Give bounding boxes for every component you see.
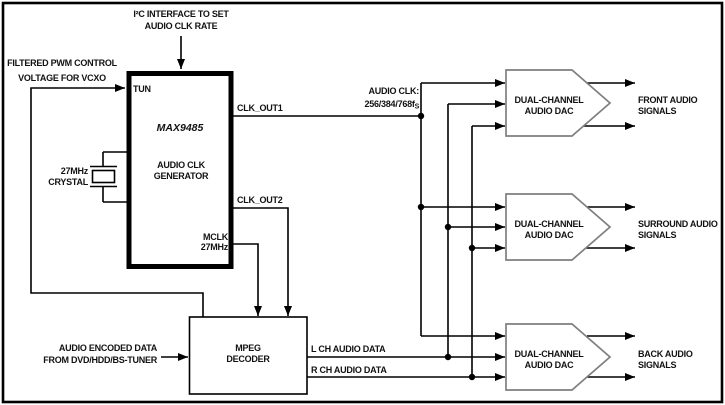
surround-audio-label-line1: SURROUND AUDIO bbox=[638, 219, 718, 229]
mclk-pin-label-line2: 27MHz bbox=[201, 242, 229, 252]
i2c-annotation-line1: I²C INTERFACE TO SET bbox=[133, 9, 229, 19]
tun-pin-label: TUN bbox=[133, 84, 151, 94]
dac-surround-block: DUAL-CHANNEL AUDIO DAC bbox=[505, 193, 612, 261]
dac-back-block: DUAL-CHANNEL AUDIO DAC bbox=[505, 323, 612, 391]
function-label-line1: AUDIO CLK bbox=[157, 160, 205, 170]
dac-shape bbox=[505, 323, 612, 391]
front-audio-label-line1: FRONT AUDIO bbox=[638, 95, 698, 105]
junction-dot bbox=[468, 373, 476, 381]
clk-out2-wire bbox=[232, 207, 292, 316]
back-audio-label-line1: BACK AUDIO bbox=[638, 349, 693, 359]
junction-dots bbox=[417, 112, 476, 381]
mpeg-decoder-block bbox=[188, 316, 308, 395]
junction-dot bbox=[444, 353, 452, 361]
pwm-tun-wire bbox=[30, 84, 204, 317]
front-audio-label-line2: SIGNALS bbox=[638, 106, 677, 116]
crystal-label-line1: 27MHz bbox=[61, 166, 89, 176]
audio-clk-rate-label-line2: 256/384/768fS bbox=[365, 99, 420, 111]
audio-clk-rate-label-line1: AUDIO CLK: bbox=[369, 86, 420, 96]
part-number-label: MAX9485 bbox=[157, 122, 204, 134]
crystal-symbol bbox=[90, 165, 117, 188]
dac-label-line1: DUAL-CHANNEL bbox=[515, 95, 585, 105]
dac-label-line1: DUAL-CHANNEL bbox=[515, 219, 585, 229]
pwm-annotation-line2: VOLTAGE FOR VCXO bbox=[18, 73, 106, 83]
crystal-body bbox=[91, 169, 116, 184]
dac-shape bbox=[505, 69, 612, 137]
crystal-label-line2: CRYSTAL bbox=[48, 177, 89, 187]
mclk-pin-label-line1: MCLK bbox=[203, 232, 229, 242]
audio-clk-rate-subscript: S bbox=[415, 104, 420, 111]
dac-label-line2: AUDIO DAC bbox=[525, 106, 574, 116]
source-annotation-line2: FROM DVD/HDD/BS-TUNER bbox=[43, 355, 157, 365]
back-audio-label-line2: SIGNALS bbox=[638, 360, 677, 370]
surround-audio-label-line2: SIGNALS bbox=[638, 230, 677, 240]
dac-label-line1: DUAL-CHANNEL bbox=[515, 349, 585, 359]
r-ch-data-label: R CH AUDIO DATA bbox=[311, 365, 387, 375]
wires bbox=[30, 36, 635, 381]
junction-dot bbox=[444, 223, 452, 231]
mpeg-decoder-label-line2: DECODER bbox=[226, 354, 270, 364]
dac-front-block: DUAL-CHANNEL AUDIO DAC bbox=[505, 69, 612, 137]
l-ch-data-label: L CH AUDIO DATA bbox=[311, 344, 386, 354]
mpeg-decoder-label-line1: MPEG bbox=[235, 343, 261, 353]
dac-shape bbox=[505, 193, 612, 261]
dac-label-line2: AUDIO DAC bbox=[525, 360, 574, 370]
audio-clk-rate-value: 256/384/768f bbox=[365, 99, 416, 109]
function-label-line2: GENERATOR bbox=[154, 171, 209, 181]
clk-out1-pin-label: CLK_OUT1 bbox=[237, 103, 283, 113]
i2c-annotation-line2: AUDIO CLK RATE bbox=[145, 21, 218, 31]
dac-label-line2: AUDIO DAC bbox=[525, 230, 574, 240]
max9485-block bbox=[126, 71, 234, 269]
junction-dot bbox=[417, 112, 425, 120]
clk-out2-pin-label: CLK_OUT2 bbox=[237, 195, 283, 205]
source-annotation-line1: AUDIO ENCODED DATA bbox=[59, 343, 158, 353]
junction-dot bbox=[468, 244, 476, 252]
mclk-wire bbox=[232, 243, 262, 316]
pwm-annotation-line1: FILTERED PWM CONTROL bbox=[7, 58, 118, 68]
junction-dot bbox=[417, 203, 425, 211]
